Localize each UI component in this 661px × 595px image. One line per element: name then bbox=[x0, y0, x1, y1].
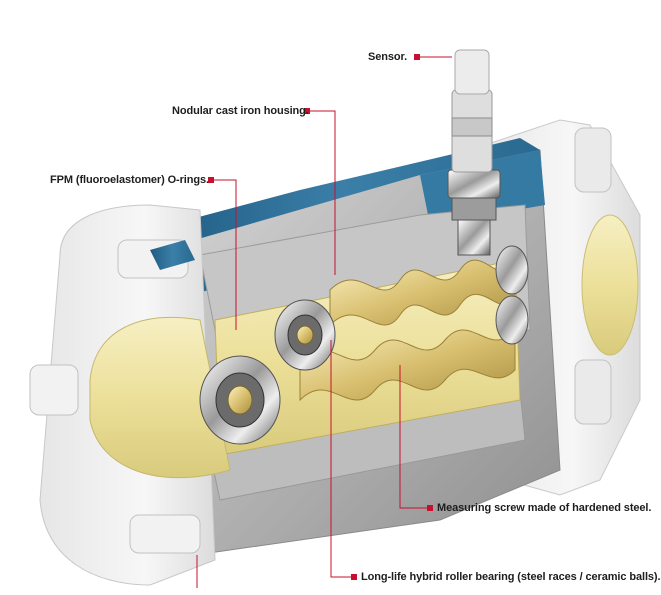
front-flange bbox=[29, 204, 231, 586]
label-measuring-screw: Measuring screw made of hardened steel. bbox=[437, 502, 652, 514]
label-roller-bearing: Long-life hybrid roller bearing (steel r… bbox=[361, 571, 661, 583]
label-orings: FPM (fluoroelastomer) O-rings. bbox=[50, 174, 209, 186]
leader-line-orings bbox=[212, 179, 237, 330]
leader-lines bbox=[196, 56, 452, 588]
roller-bearing-rear bbox=[495, 245, 529, 345]
leader-line-housing bbox=[308, 110, 336, 275]
sensor-assembly bbox=[447, 49, 501, 256]
leader-line-screw bbox=[399, 365, 430, 509]
leader-line-bearing bbox=[330, 340, 354, 578]
leader-markers bbox=[208, 54, 433, 580]
label-housing: Nodular cast iron housing. bbox=[172, 105, 309, 117]
roller-bearing-front-upper bbox=[274, 299, 336, 371]
measuring-screw-lower bbox=[299, 328, 516, 402]
label-sensor: Sensor. bbox=[368, 51, 408, 63]
roller-bearing-front-lower bbox=[199, 355, 281, 445]
